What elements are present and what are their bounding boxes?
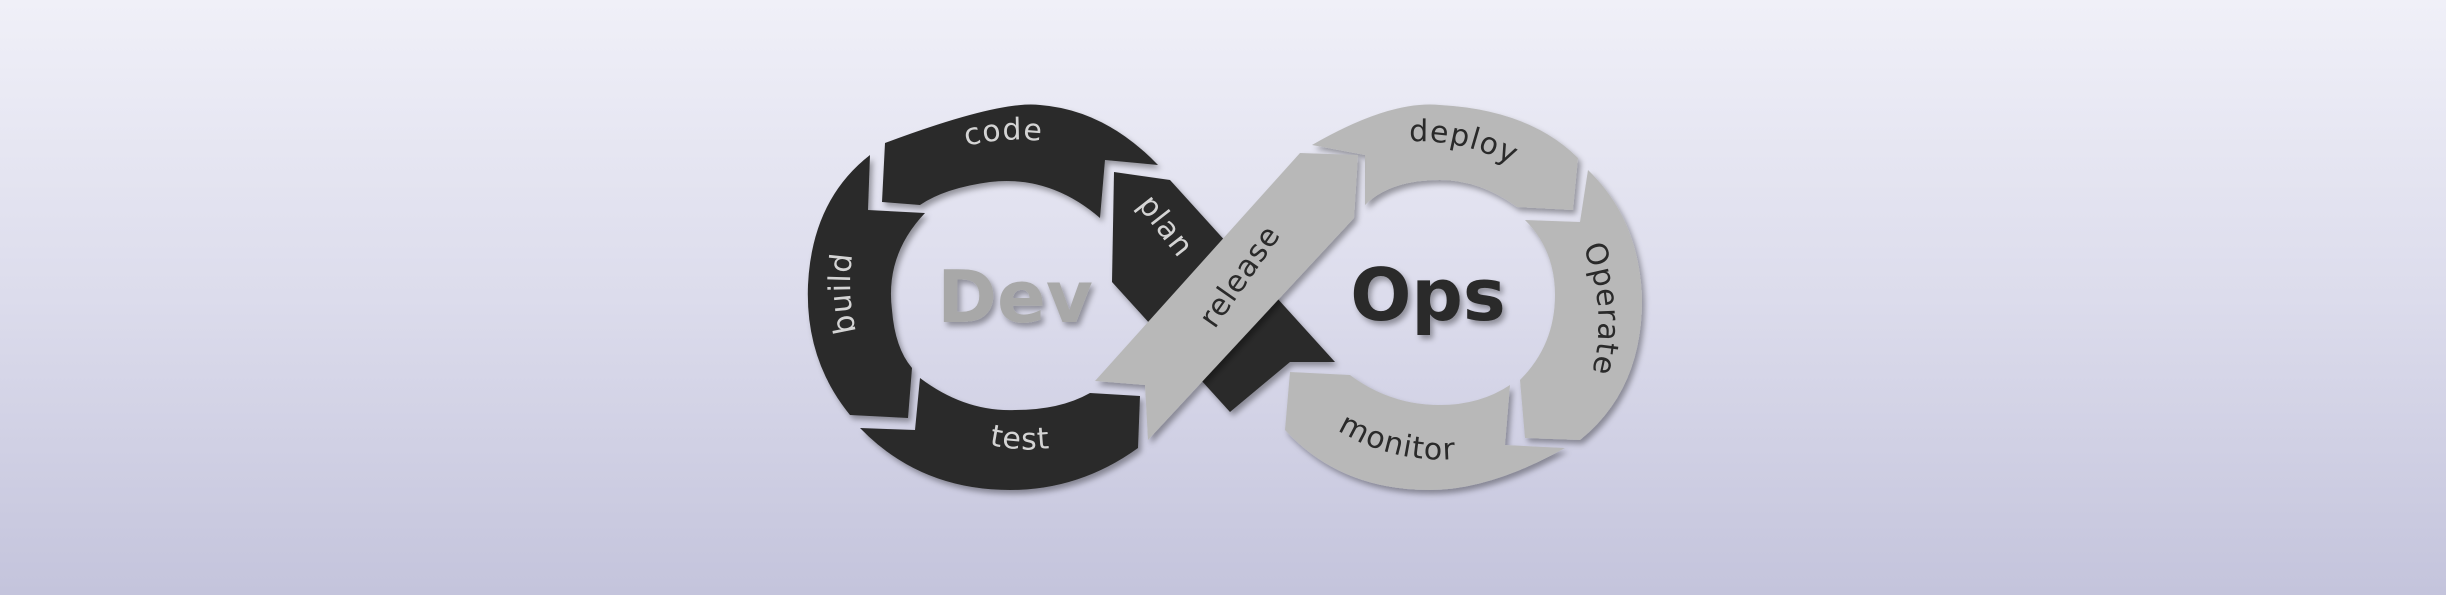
title-ops: Ops	[1350, 253, 1506, 337]
segment-test	[860, 378, 1140, 490]
segment-monitor	[1285, 372, 1565, 490]
segment-operate	[1520, 170, 1642, 440]
label-test: test	[988, 419, 1051, 458]
title-dev: Dev	[937, 255, 1093, 339]
segment-release	[1095, 153, 1358, 440]
segment-code	[882, 104, 1158, 218]
segment-deploy	[1312, 104, 1578, 210]
segment-build	[807, 155, 925, 418]
ops-loop	[1285, 104, 1642, 490]
dev-loop	[807, 104, 1335, 490]
